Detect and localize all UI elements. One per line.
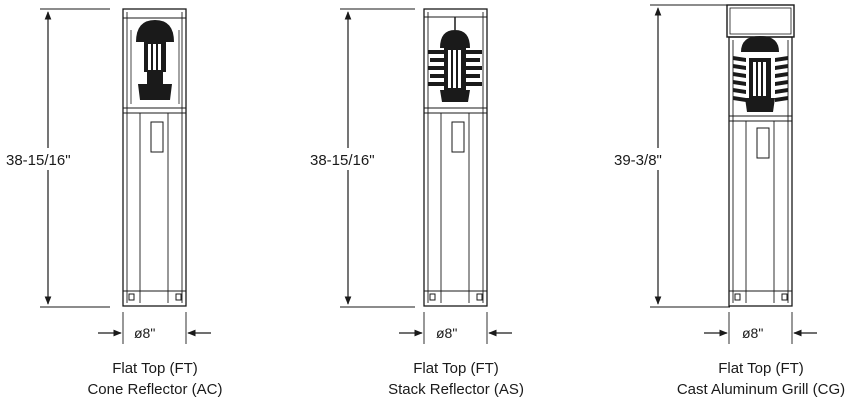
height-label: 38-15/16" xyxy=(6,152,71,169)
diameter-label: ø8" xyxy=(134,325,155,341)
diameter-dimension: ø8" xyxy=(399,312,512,344)
caption-line-1: Flat Top (FT) xyxy=(718,360,804,377)
bollard-body xyxy=(423,8,488,307)
caption-line-1: Flat Top (FT) xyxy=(112,360,198,377)
caption-line-2: Stack Reflector (AS) xyxy=(388,381,524,398)
diameter-label: ø8" xyxy=(436,325,457,341)
diameter-label: ø8" xyxy=(742,325,763,341)
fixture-cast-aluminum-grill: 39-3/8" xyxy=(612,4,845,398)
height-label: 38-15/16" xyxy=(310,152,375,169)
height-dimension: 38-15/16" xyxy=(308,8,415,308)
bollard-body xyxy=(122,8,187,307)
bollard-body xyxy=(726,4,795,307)
grill-fins xyxy=(733,56,788,102)
caption-line-1: Flat Top (FT) xyxy=(413,360,499,377)
caption-line-2: Cast Aluminum Grill (CG) xyxy=(677,381,845,398)
height-label: 39-3/8" xyxy=(614,152,662,169)
fixture-stack-reflector: 38-15/16" xyxy=(308,8,524,398)
height-dimension: 38-15/16" xyxy=(4,8,110,308)
height-dimension: 39-3/8" xyxy=(612,4,730,308)
fixture-cone-reflector: 38-15/16" xyxy=(4,8,223,398)
diameter-dimension: ø8" xyxy=(704,312,817,344)
diameter-dimension: ø8" xyxy=(98,312,211,344)
caption-line-2: Cone Reflector (AC) xyxy=(87,381,222,398)
